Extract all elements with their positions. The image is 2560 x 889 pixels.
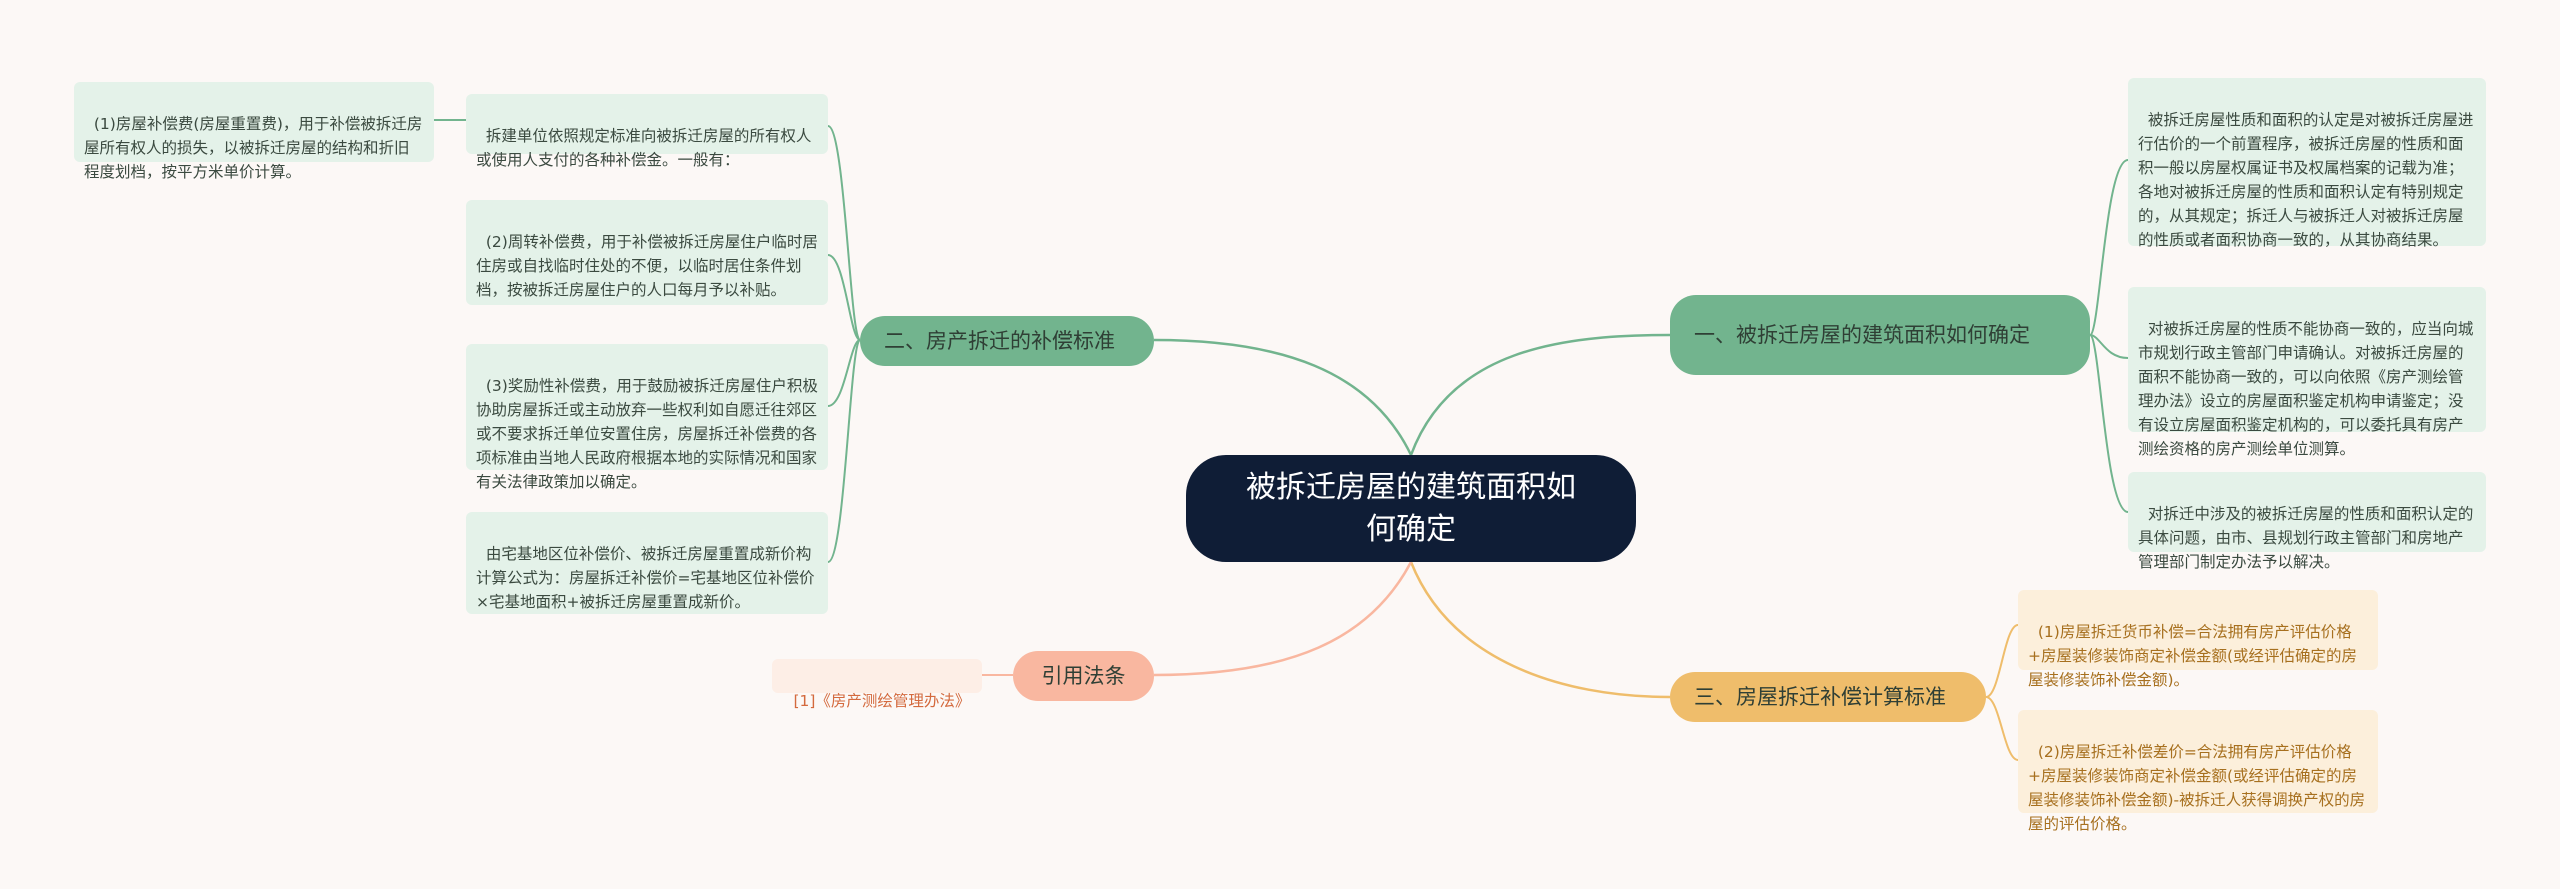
leaf-cited-regulation[interactable]: [1]《房产测绘管理办法》 — [772, 659, 982, 710]
branch-compensation-standard[interactable]: 二、房产拆迁的补偿标准 — [860, 316, 1154, 366]
leaf-area-dispute-text: 对被拆迁房屋的性质不能协商一致的，应当向城市规划行政主管部门申请确认。对被拆迁房… — [2138, 320, 2474, 458]
leaf-housing-compensation-text: (1)房屋补偿费(房屋重置费)，用于补偿被拆迁房屋所有权人的损失，以被拆迁房屋的… — [84, 115, 423, 181]
edge-b2-l4 — [827, 339, 861, 563]
edge-b3-y1 — [1985, 624, 2019, 698]
leaf-turnover-compensation-text: (2)周转补偿费，用于补偿被拆迁房屋住户临时居住房或自找临时住处的不便，以临时居… — [476, 233, 818, 299]
edge-b2-l3 — [827, 339, 861, 407]
leaf-cited-regulation-text: [1]《房产测绘管理办法》 — [793, 692, 971, 710]
branch-cited-laws[interactable]: 引用法条 — [1013, 651, 1154, 701]
edge-b1-r3 — [2089, 334, 2129, 513]
leaf-compensation-intro-text: 拆建单位依照规定标准向被拆迁房屋的所有权人或使用人支付的各种补偿金。一般有： — [476, 127, 812, 169]
leaf-area-determination-text: 被拆迁房屋性质和面积的认定是对被拆迁房屋进行估价的一个前置程序，被拆迁房屋的性质… — [2138, 111, 2474, 249]
leaf-price-difference-text: (2)房屋拆迁补偿差价=合法拥有房产评估价格+房屋装修装饰商定补偿金额(或经评估… — [2028, 743, 2366, 833]
edge-b2-l1 — [827, 125, 861, 341]
leaf-area-dispute[interactable]: 对被拆迁房屋的性质不能协商一致的，应当向城市规划行政主管部门申请确认。对被拆迁房… — [2128, 287, 2486, 458]
leaf-monetary-compensation-text: (1)房屋拆迁货币补偿=合法拥有房产评估价格+房屋装修装饰商定补偿金额(或经评估… — [2028, 623, 2358, 689]
edge-root-b3 — [1409, 561, 1671, 699]
leaf-compensation-intro[interactable]: 拆建单位依照规定标准向被拆迁房屋的所有权人或使用人支付的各种补偿金。一般有： — [466, 94, 828, 169]
edge-b2-l2 — [827, 254, 861, 341]
edge-root-b1 — [1409, 333, 1671, 456]
branch-calculation-standard-label: 三、房屋拆迁补偿计算标准 — [1694, 684, 1946, 709]
leaf-price-difference[interactable]: (2)房屋拆迁补偿差价=合法拥有房产评估价格+房屋装修装饰商定补偿金额(或经评估… — [2018, 710, 2378, 833]
leaf-incentive-compensation-text: (3)奖励性补偿费，用于鼓励被拆迁房屋住户积极协助房屋拆迁或主动放弃一些权利如自… — [476, 377, 818, 491]
edge-b1-r2 — [2089, 334, 2129, 359]
edge-root-b4 — [1153, 561, 1413, 677]
branch-calculation-standard[interactable]: 三、房屋拆迁补偿计算标准 — [1670, 672, 1986, 722]
leaf-compensation-formula[interactable]: 由宅基地区位补偿价、被拆迁房屋重置成新价构计算公式为：房屋拆迁补偿价=宅基地区位… — [466, 512, 828, 614]
leaf-compensation-formula-text: 由宅基地区位补偿价、被拆迁房屋重置成新价构计算公式为：房屋拆迁补偿价=宅基地区位… — [476, 545, 815, 611]
leaf-incentive-compensation[interactable]: (3)奖励性补偿费，用于鼓励被拆迁房屋住户积极协助房屋拆迁或主动放弃一些权利如自… — [466, 344, 828, 491]
edge-b1-r1 — [2089, 159, 2129, 336]
edge-root-b2 — [1153, 338, 1413, 456]
leaf-monetary-compensation[interactable]: (1)房屋拆迁货币补偿=合法拥有房产评估价格+房屋装修装饰商定补偿金额(或经评估… — [2018, 590, 2378, 689]
leaf-area-specific-issues[interactable]: 对拆迁中涉及的被拆迁房屋的性质和面积认定的具体问题，由市、县规划行政主管部门和房… — [2128, 472, 2486, 571]
leaf-area-specific-issues-text: 对拆迁中涉及的被拆迁房屋的性质和面积认定的具体问题，由市、县规划行政主管部门和房… — [2138, 505, 2474, 571]
root-topic[interactable]: 被拆迁房屋的建筑面积如何确定 — [1186, 455, 1636, 562]
branch-compensation-standard-label: 二、房产拆迁的补偿标准 — [884, 328, 1115, 353]
leaf-housing-compensation[interactable]: (1)房屋补偿费(房屋重置费)，用于补偿被拆迁房屋所有权人的损失，以被拆迁房屋的… — [74, 82, 434, 181]
branch-cited-laws-label: 引用法条 — [1041, 663, 1126, 688]
edge-b3-y2 — [1985, 696, 2019, 761]
leaf-turnover-compensation[interactable]: (2)周转补偿费，用于补偿被拆迁房屋住户临时居住房或自找临时住处的不便，以临时居… — [466, 200, 828, 305]
branch-building-area-label: 一、被拆迁房屋的建筑面积如何确定 — [1694, 322, 2030, 347]
leaf-area-determination[interactable]: 被拆迁房屋性质和面积的认定是对被拆迁房屋进行估价的一个前置程序，被拆迁房屋的性质… — [2128, 78, 2486, 249]
branch-building-area[interactable]: 一、被拆迁房屋的建筑面积如何确定 — [1670, 295, 2090, 375]
root-topic-label: 被拆迁房屋的建筑面积如何确定 — [1246, 469, 1576, 547]
